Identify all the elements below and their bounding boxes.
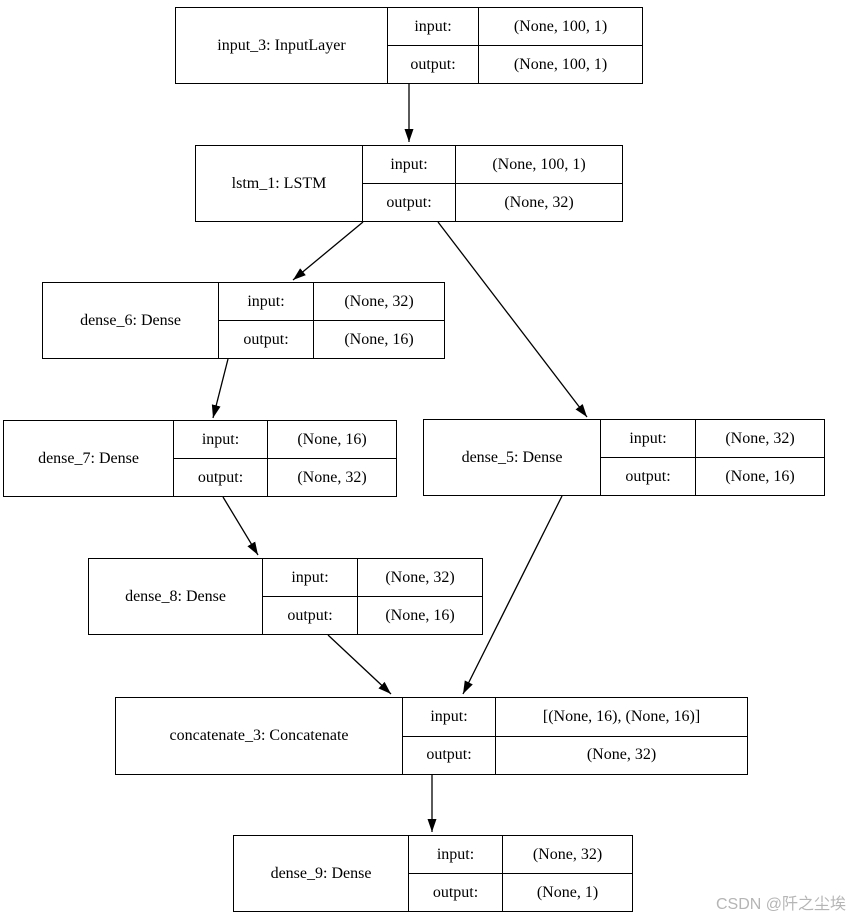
output-shape: (None, 16) — [385, 606, 455, 624]
edge-lstm_1-to-dense_6 — [292, 221, 364, 281]
csdn-watermark: CSDN @阡之尘埃 — [715, 896, 846, 913]
input-shape: [(None, 16), (None, 16)] — [496, 698, 747, 737]
layer-node-dense_7: dense_7: Dense input: output: (None, 16)… — [3, 420, 397, 497]
layer-name: dense_9: Dense — [234, 836, 409, 911]
edge-dense_6-to-dense_7 — [211, 358, 229, 419]
input-label: input: — [403, 698, 495, 737]
output-shape: (None, 100, 1) — [513, 55, 608, 73]
output-label: output: — [432, 883, 479, 901]
input-shape: (None, 32) — [314, 283, 444, 321]
output-label: output: — [287, 606, 333, 624]
output-shape: (None, 16) — [725, 467, 795, 485]
output-shape: (None, 16) — [344, 330, 414, 348]
edge-dense_7-to-dense_8 — [222, 496, 259, 556]
layer-node-input_3: input_3: InputLayer input: output: (None… — [175, 7, 643, 84]
edge-dense_5-to-concatenate_3 — [462, 495, 563, 695]
output-label: output: — [243, 330, 289, 348]
input-label: input: — [601, 420, 695, 458]
layer-node-lstm_1: lstm_1: LSTM input: output: (None, 100, … — [195, 145, 623, 222]
input-shape: (None, 32) — [503, 836, 632, 874]
edge-dense_8-to-concatenate_3 — [327, 634, 392, 695]
output-shape: (None, 32) — [504, 193, 574, 211]
layer-node-concatenate_3: concatenate_3: Concatenate input: output… — [115, 697, 748, 775]
layer-name: input_3: InputLayer — [176, 8, 388, 83]
input-shape: (None, 100, 1) — [479, 8, 642, 46]
output-label: output: — [625, 467, 671, 485]
input-shape: (None, 16) — [268, 421, 396, 459]
layer-node-dense_5: dense_5: Dense input: output: (None, 32)… — [423, 419, 825, 496]
input-label: input: — [409, 836, 502, 874]
input-label: input: — [363, 146, 455, 184]
output-label: output: — [426, 746, 472, 764]
input-label: input: — [174, 421, 267, 459]
output-shape: (None, 1) — [536, 883, 599, 901]
output-label: output: — [197, 468, 244, 486]
output-shape: (None, 32) — [586, 746, 657, 764]
input-label: input: — [219, 283, 313, 321]
layer-name: dense_6: Dense — [43, 283, 219, 358]
layer-name: concatenate_3: Concatenate — [116, 698, 403, 774]
layer-name: dense_5: Dense — [424, 420, 601, 495]
output-label: output: — [410, 55, 456, 73]
layer-node-dense_6: dense_6: Dense input: output: (None, 32)… — [42, 282, 445, 359]
layer-name: dense_7: Dense — [4, 421, 174, 496]
layer-node-dense_8: dense_8: Dense input: output: (None, 32)… — [88, 558, 483, 635]
input-label: input: — [388, 8, 478, 46]
layer-node-dense_9: dense_9: Dense input: output: (None, 32)… — [233, 835, 633, 912]
output-shape: (None, 32) — [297, 468, 367, 486]
layer-name: dense_8: Dense — [89, 559, 263, 634]
layer-name: lstm_1: LSTM — [196, 146, 363, 221]
output-label: output: — [386, 193, 432, 211]
input-shape: (None, 100, 1) — [456, 146, 622, 184]
input-shape: (None, 32) — [358, 559, 482, 597]
edge-lstm_1-to-dense_5 — [437, 221, 588, 418]
input-shape: (None, 32) — [696, 420, 824, 458]
input-label: input: — [263, 559, 357, 597]
